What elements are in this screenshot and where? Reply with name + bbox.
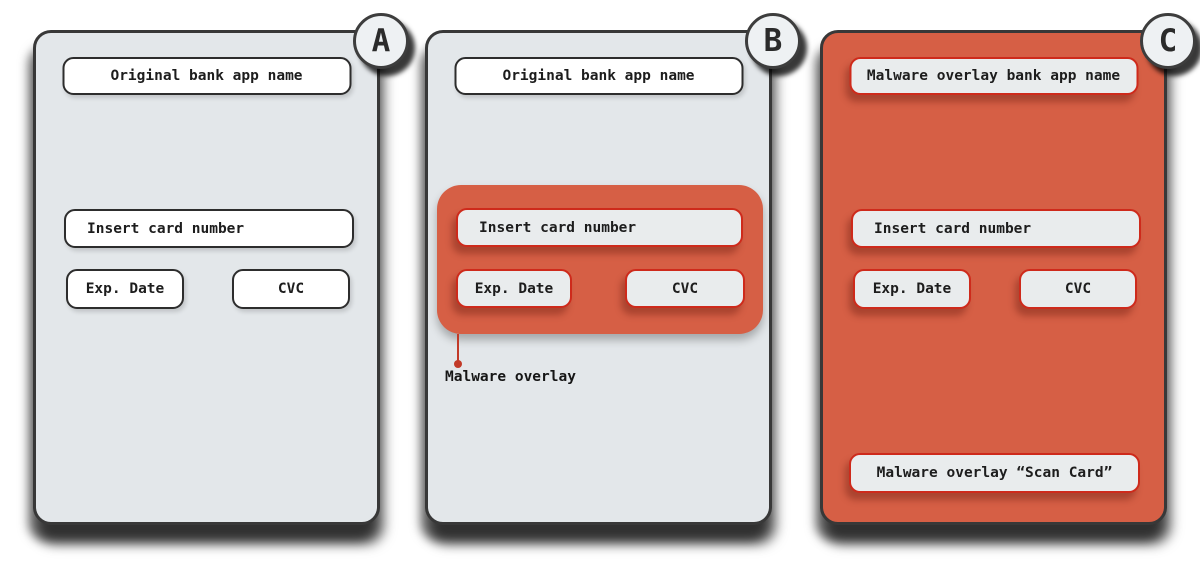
- card-number-input[interactable]: Insert card number: [456, 208, 743, 247]
- phone-panel-a: A Original bank app name Insert card num…: [33, 13, 409, 525]
- card-number-input[interactable]: Insert card number: [64, 209, 354, 248]
- cvc-input[interactable]: CVC: [625, 269, 745, 308]
- panel-badge-b: B: [745, 13, 801, 69]
- malware-overlay-panel: Insert card number Exp. Date CVC: [437, 185, 763, 334]
- panel-badge-c: C: [1140, 13, 1196, 69]
- scan-card-button[interactable]: Malware overlay “Scan Card”: [849, 453, 1140, 493]
- phone-panel-c: C Malware overlay bank app name Insert c…: [820, 13, 1196, 525]
- panel-badge-a: A: [353, 13, 409, 69]
- callout-dot: [454, 360, 462, 368]
- malware-app-name-header: Malware overlay bank app name: [849, 57, 1138, 95]
- cvc-input[interactable]: CVC: [232, 269, 350, 309]
- cvc-input[interactable]: CVC: [1019, 269, 1137, 309]
- bank-app-name-header: Original bank app name: [62, 57, 351, 95]
- phone-panel-b: B Original bank app name Insert card num…: [425, 13, 801, 525]
- card-number-input[interactable]: Insert card number: [851, 209, 1141, 248]
- callout-line: [457, 334, 459, 362]
- exp-date-input[interactable]: Exp. Date: [456, 269, 572, 308]
- exp-date-input[interactable]: Exp. Date: [66, 269, 184, 309]
- bank-app-name-header: Original bank app name: [454, 57, 743, 95]
- exp-date-input[interactable]: Exp. Date: [853, 269, 971, 309]
- malware-overlay-label: Malware overlay: [445, 369, 576, 385]
